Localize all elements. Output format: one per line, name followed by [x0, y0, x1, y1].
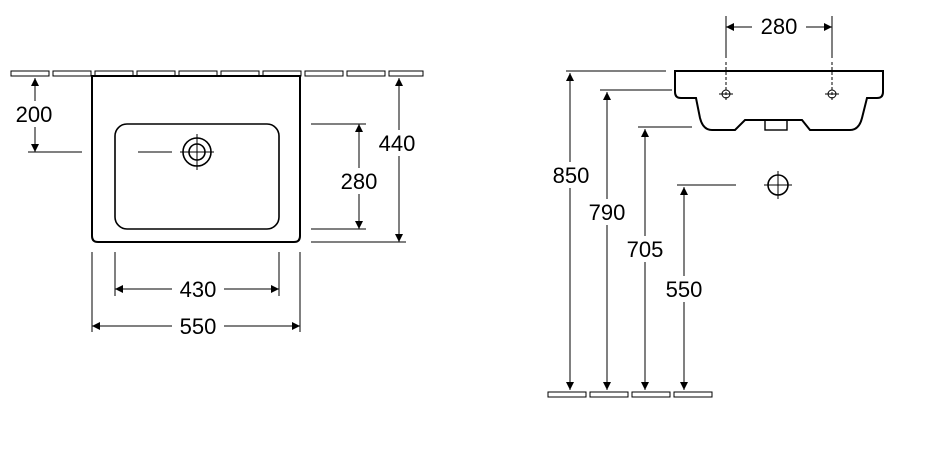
tap-hole-right-icon — [825, 62, 839, 102]
dimension-200: 200 — [8, 78, 82, 153]
bowl-outline — [114, 123, 280, 230]
trap-outline — [764, 119, 788, 131]
drain-outlet-icon — [764, 171, 792, 199]
basin-profile — [674, 70, 884, 131]
dim-label-440: 440 — [379, 131, 416, 156]
dimension-850: 850 — [544, 70, 666, 390]
dim-label-550-width: 550 — [180, 314, 217, 339]
dim-label-850: 850 — [553, 163, 590, 188]
dim-label-200: 200 — [16, 102, 53, 127]
dimension-280-taps: 280 — [725, 14, 833, 58]
dimension-280-depth: 280 — [311, 123, 385, 230]
dimension-430: 430 — [114, 252, 280, 302]
dim-label-550-height: 550 — [666, 277, 703, 302]
side-view: 280 850 790 705 — [544, 14, 884, 398]
dimension-440: 440 — [311, 78, 425, 243]
dim-label-705: 705 — [627, 237, 664, 262]
basin-outline — [91, 75, 301, 243]
dim-label-790: 790 — [589, 200, 626, 225]
drain-icon — [138, 134, 214, 170]
top-view: 200 430 550 280 — [8, 70, 425, 339]
floor-tiles — [547, 391, 713, 398]
dimension-550-height: 550 — [658, 184, 736, 390]
tap-hole-left-icon — [719, 62, 733, 102]
dim-label-430: 430 — [180, 277, 217, 302]
dim-label-280-depth: 280 — [341, 169, 378, 194]
dimension-705: 705 — [619, 126, 692, 390]
dimension-550-width: 550 — [91, 252, 301, 339]
wall-tiles-top — [10, 70, 424, 77]
dim-label-280-taps: 280 — [761, 14, 798, 39]
dimension-790: 790 — [581, 89, 672, 390]
